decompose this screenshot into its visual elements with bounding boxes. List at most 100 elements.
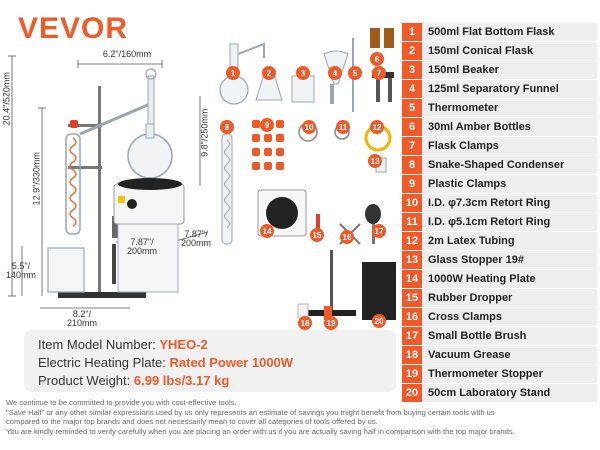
parts-list-label: 125ml Separatory Funnel <box>422 79 597 98</box>
part-badge: 20 <box>372 314 386 328</box>
dimension-base-height: 5.5"/ 140mm <box>5 261 36 280</box>
part-badge: 19 <box>324 316 338 330</box>
parts-list-label: Cross Clamps <box>422 307 597 326</box>
parts-list-number: 17 <box>402 326 422 345</box>
product-info-box: Item Model Number: YHEO-2 Electric Heati… <box>24 330 396 392</box>
parts-list-label: 30ml Amber Bottles <box>422 117 597 136</box>
parts-list-number: 5 <box>402 98 422 117</box>
parts-list-label: I.D. φ5.1cm Retort Ring <box>422 212 597 231</box>
part-badge: 10 <box>302 120 316 134</box>
parts-list-number: 11 <box>402 212 422 231</box>
parts-list-number: 8 <box>402 155 422 174</box>
parts-list-label: Snake-Shaped Condenser <box>422 155 597 174</box>
part-badge: 13 <box>368 154 382 168</box>
parts-list-number: 18 <box>402 345 422 364</box>
part-badge: 9 <box>260 118 274 132</box>
parts-list-label: Vacuum Grease <box>422 345 597 364</box>
disclaimer-text: We continue to be committed to provide y… <box>6 398 515 436</box>
parts-list-label: 50cm Laboratory Stand <box>422 383 597 402</box>
part-badge: 4 <box>328 66 342 80</box>
parts-list-number: 7 <box>402 136 422 155</box>
dimension-base-width: 8.2"/ 210mm <box>66 309 97 328</box>
parts-list-number: 9 <box>402 174 422 193</box>
parts-list-label: Flask Clamps <box>422 136 597 155</box>
parts-list-label: Small Bottle Brush <box>422 326 597 345</box>
dimension-stand-height: 12.9"/330mm <box>31 152 42 206</box>
parts-list-label: 2m Latex Tubing <box>422 231 597 250</box>
parts-list-number: 6 <box>402 117 422 136</box>
part-badge: 18 <box>298 316 312 330</box>
parts-list-label: 150ml Conical Flask <box>422 41 597 60</box>
parts-list-label: Rubber Dropper <box>422 288 597 307</box>
part-badge: 5 <box>348 66 362 80</box>
product-weight-row: Product Weight: 6.99 lbs/3.17 kg <box>38 373 230 388</box>
parts-list-number: 13 <box>402 250 422 269</box>
parts-list-number: 15 <box>402 288 422 307</box>
parts-list-number: 4 <box>402 79 422 98</box>
parts-list-label: I.D. φ7.3cm Retort Ring <box>422 193 597 212</box>
part-badge: 11 <box>336 120 350 134</box>
parts-list-number: 2 <box>402 41 422 60</box>
dimension-plate-depth: 7.87"/ 200mm <box>180 229 211 248</box>
brand-logo: VEVOR <box>18 12 129 45</box>
heating-plate-row: Electric Heating Plate: Rated Power 1000… <box>38 355 294 370</box>
parts-list-number: 12 <box>402 231 422 250</box>
parts-list-number: 1 <box>402 22 422 41</box>
apparatus-drawing <box>8 55 209 309</box>
parts-list-label: 150ml Beaker <box>422 60 597 79</box>
part-badge: 6 <box>370 52 384 66</box>
model-number-value: YHEO-2 <box>159 337 208 352</box>
parts-list-number: 10 <box>402 193 422 212</box>
part-badge: 3 <box>296 66 310 80</box>
parts-list-label: 500ml Flat Bottom Flask <box>422 22 597 41</box>
parts-illustration-grid: 1 2 3 4 5 6 7 8 9 10 11 12 13 14 15 16 1… <box>212 14 404 332</box>
distillation-apparatus-illustration: 20.4"/520mm 12.9"/330mm 6.2"/160mm 9.8"/… <box>0 46 215 336</box>
parts-list-number: 3 <box>402 60 422 79</box>
parts-list-label: Thermometer Stopper <box>422 364 597 383</box>
dimension-top-width: 6.2"/160mm <box>102 49 152 59</box>
part-badge: 7 <box>372 66 386 80</box>
part-badge: 17 <box>372 224 386 238</box>
part-badge: 2 <box>262 66 276 80</box>
part-badge: 16 <box>340 230 354 244</box>
part-badge: 12 <box>370 120 384 134</box>
product-weight-value: 6.99 lbs/3.17 kg <box>133 373 230 388</box>
part-badge: 14 <box>260 224 274 238</box>
part-badge: 8 <box>220 120 234 134</box>
parts-list-label: Glass Stopper 19# <box>422 250 597 269</box>
parts-list-number: 16 <box>402 307 422 326</box>
part-badge: 15 <box>310 228 324 242</box>
dimension-condenser-height: 9.8"/250mm <box>199 108 210 157</box>
parts-list-label: Plastic Clamps <box>422 174 597 193</box>
dimension-total-height: 20.4"/520mm <box>1 72 12 126</box>
model-number-row: Item Model Number: YHEO-2 <box>38 337 208 352</box>
part-badge: 1 <box>226 66 240 80</box>
parts-drawing <box>219 28 396 320</box>
dimension-plate-width: 7.87"/ 200mm <box>126 237 157 256</box>
heating-plate-value: Rated Power 1000W <box>169 355 294 370</box>
parts-list-number: 14 <box>402 269 422 288</box>
parts-list-label: Thermometer <box>422 98 597 117</box>
parts-list-label: 1000W Heating Plate <box>422 269 597 288</box>
parts-list-number: 19 <box>402 364 422 383</box>
